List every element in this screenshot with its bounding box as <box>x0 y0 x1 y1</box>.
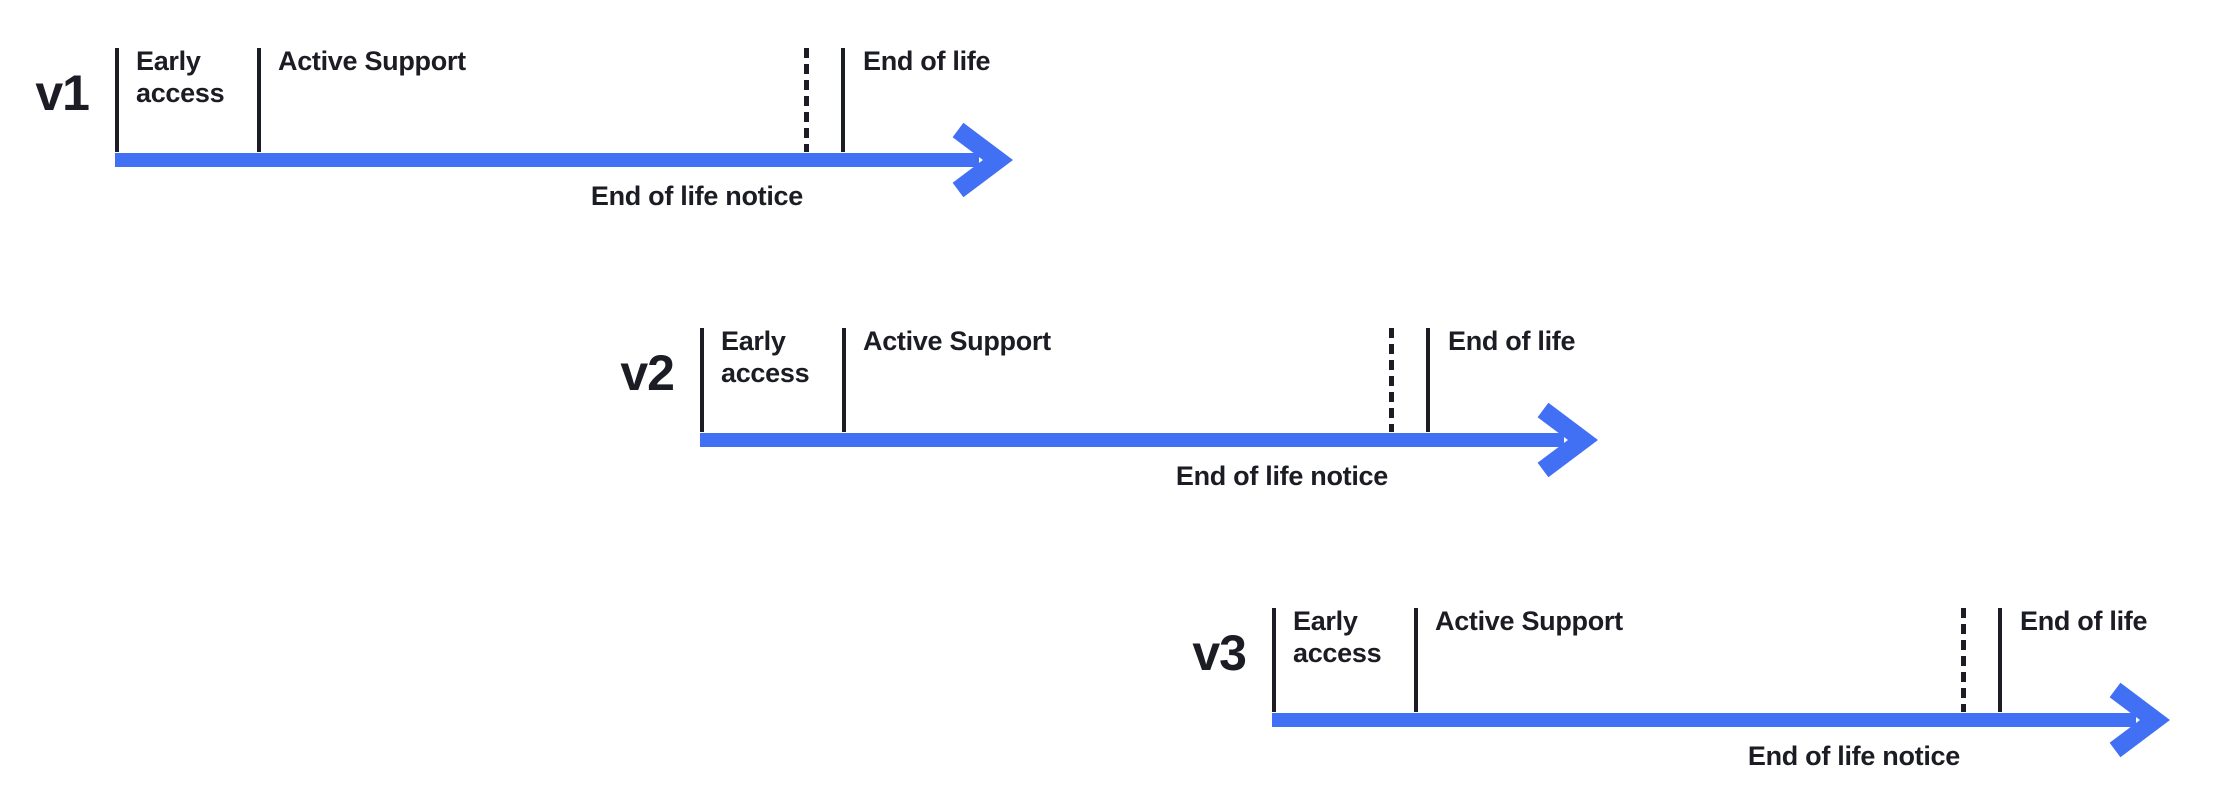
timeline-arrow-shaft <box>115 153 979 167</box>
early-access-start-tick <box>700 328 704 432</box>
early-access-label: Early access <box>1293 606 1382 668</box>
end-of-life-tick <box>1426 328 1430 432</box>
eol-notice-dashed-line <box>1961 608 1966 712</box>
end-of-life-tick <box>841 48 845 152</box>
active-support-label: Active Support <box>278 46 466 76</box>
timeline-arrow-shaft <box>1272 713 2136 727</box>
early-access-label: Early access <box>136 46 225 108</box>
eol-notice-dashed-line <box>1389 328 1394 432</box>
active-support-label: Active Support <box>863 326 1051 356</box>
version-label-v2: v2 <box>620 345 675 401</box>
eol-notice-label: End of life notice <box>590 181 803 211</box>
eol-notice-label: End of life notice <box>1175 461 1388 491</box>
end-of-life-label: End of life <box>863 46 991 76</box>
version-label-v1: v1 <box>35 65 90 121</box>
early-access-label: Early access <box>721 326 810 388</box>
end-of-life-label: End of life <box>1448 326 1576 356</box>
active-support-label: Active Support <box>1435 606 1623 636</box>
arrowhead-icon <box>1537 402 1598 478</box>
end-of-life-label: End of life <box>2020 606 2148 636</box>
arrowhead-icon <box>952 122 1013 198</box>
active-support-start-tick <box>842 328 846 432</box>
early-access-start-tick <box>1272 608 1276 712</box>
eol-notice-dashed-line <box>804 48 809 152</box>
timeline-arrow-shaft <box>700 433 1564 447</box>
active-support-start-tick <box>1414 608 1418 712</box>
arrowhead-icon <box>2109 682 2170 758</box>
active-support-start-tick <box>257 48 261 152</box>
end-of-life-tick <box>1998 608 2002 712</box>
eol-notice-label: End of life notice <box>1747 741 1960 771</box>
version-label-v3: v3 <box>1192 625 1247 681</box>
early-access-start-tick <box>115 48 119 152</box>
